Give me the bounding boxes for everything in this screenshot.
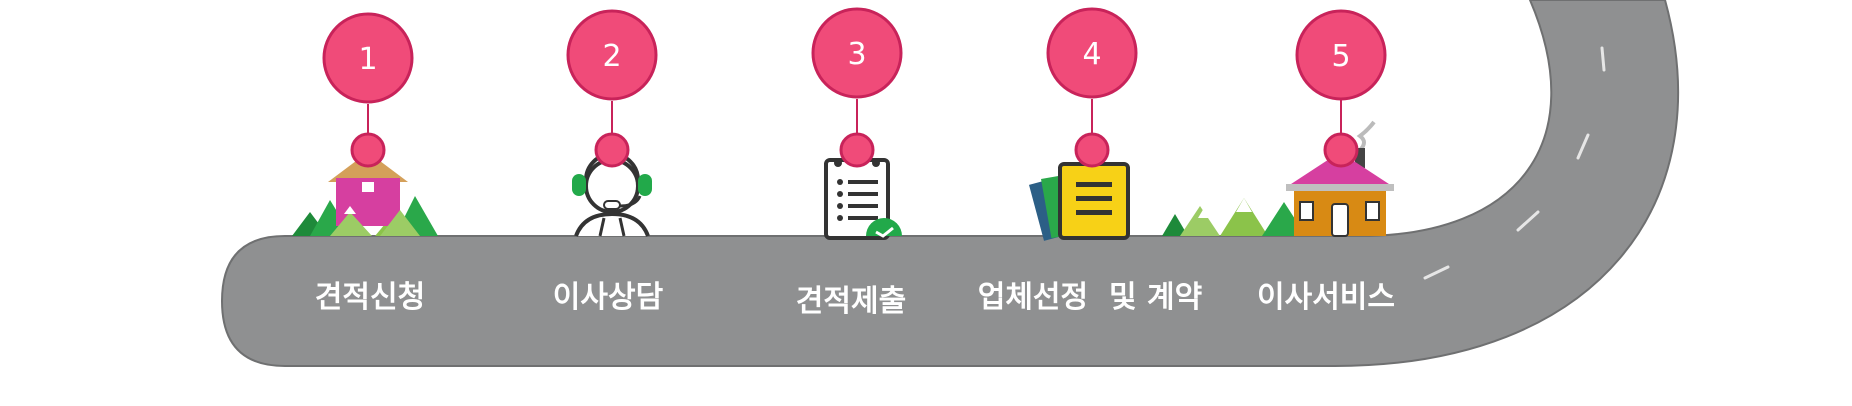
step-5-number: 5 — [1331, 39, 1350, 74]
house-icon — [292, 152, 438, 236]
step-1: 1 견적신청 — [315, 12, 425, 315]
step-1-pin — [350, 132, 386, 168]
step-3: 3 견적제출 — [796, 7, 906, 319]
step-2-pin — [594, 132, 630, 168]
step-3-number: 3 — [847, 37, 866, 72]
clipboard-checklist-icon — [824, 158, 902, 240]
step-4-pin — [1074, 132, 1110, 168]
cottage-icon — [1286, 120, 1394, 237]
step-4-badge — [1046, 7, 1138, 99]
step-1-badge — [322, 12, 414, 104]
step-4-label: 업체선정 및 계약 — [978, 280, 1203, 315]
step-1-label: 견적신청 — [315, 280, 425, 315]
step-5: 5 이사서비스 — [1257, 9, 1395, 315]
step-2-label: 이사상담 — [553, 280, 664, 315]
road — [220, 0, 1680, 367]
step-2-badge — [566, 9, 658, 101]
mountains-decoration — [1162, 198, 1306, 236]
step-3-badge — [811, 7, 903, 99]
step-4: 4 업체선정 및 계약 — [978, 7, 1203, 315]
step-2: 2 이사상담 — [553, 9, 664, 315]
step-1-number: 1 — [358, 42, 377, 77]
step-5-pin — [1323, 132, 1359, 168]
step-5-badge — [1295, 9, 1387, 101]
step-3-label: 견적제출 — [796, 284, 906, 319]
step-4-number: 4 — [1082, 37, 1101, 72]
headset-agent-icon — [572, 152, 652, 237]
step-5-label: 이사서비스 — [1257, 280, 1395, 315]
step-3-pin — [839, 132, 875, 168]
documents-icon — [1029, 162, 1130, 241]
lane-markings — [1423, 46, 1606, 280]
step-2-number: 2 — [602, 39, 621, 74]
